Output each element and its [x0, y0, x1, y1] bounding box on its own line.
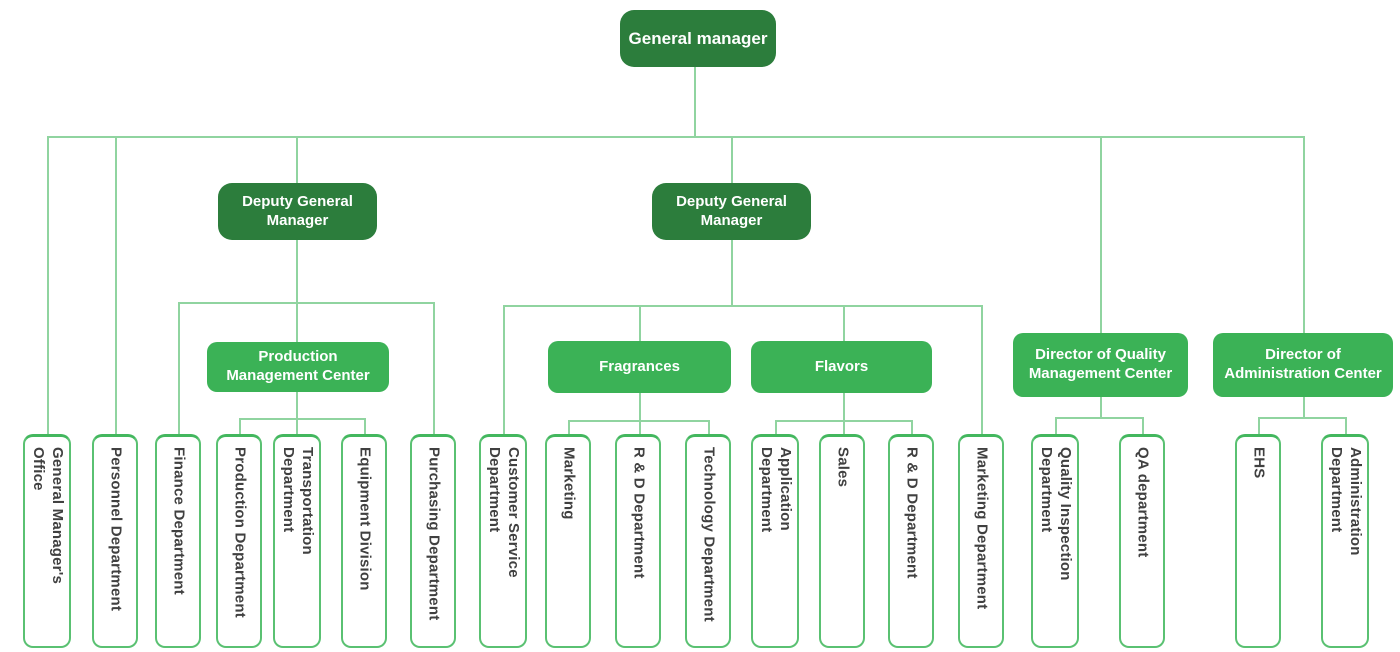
node-purchasing-department: Purchasing Department [410, 434, 456, 648]
leaf-label: QA department [1134, 447, 1152, 558]
node-marketing-department: Marketing Department [958, 434, 1004, 648]
connector-purchasing [433, 302, 435, 434]
connector-deputy2-drop [731, 136, 733, 183]
connector-deputy2-bus [503, 305, 981, 307]
leaf-label: Administration Department [1328, 447, 1364, 556]
connector-frag-technology [708, 420, 710, 434]
leaf-label: Marketing Department [973, 447, 991, 610]
node-finance-department: Finance Department [155, 434, 201, 648]
leaf-label: Transportation Department [280, 447, 316, 555]
node-fragrances: Fragrances [548, 341, 731, 393]
leaf-label: Customer Service Department [486, 447, 522, 578]
node-administration-department: Administration Department [1321, 434, 1369, 648]
connector-customer-service [503, 305, 505, 434]
connector-frag-marketing [568, 420, 570, 434]
node-production-department: Production Department [216, 434, 262, 648]
connector-quality-inspection [1055, 417, 1057, 434]
leaf-label: Purchasing Department [425, 447, 443, 621]
connector-marketing-dept [981, 305, 983, 434]
leaf-label: Personnel Department [107, 447, 125, 612]
connector-flavors-bus [775, 420, 911, 422]
node-director-quality-management-center: Director of Quality Management Center [1013, 333, 1188, 397]
connector-flavors-stem [843, 393, 845, 434]
node-customer-service-department: Customer Service Department [479, 434, 527, 648]
leaf-label: Equipment Division [356, 447, 374, 591]
connector-pmc-bus [239, 418, 365, 420]
leaf-label: EHS [1250, 447, 1268, 479]
connector-deputy2-stem [731, 240, 733, 305]
connector-dirq-bus [1055, 417, 1143, 419]
node-personnel-department: Personnel Department [92, 434, 138, 648]
leaf-label: Application Department [758, 447, 794, 533]
connector-dir-admin-drop [1303, 136, 1305, 333]
leaf-label: Marketing [560, 447, 578, 520]
connector-root-drop [694, 67, 696, 136]
connector-fragrances-top [639, 305, 641, 341]
connector-finance [178, 302, 180, 434]
node-rd-department-fragrances: R & D Department [615, 434, 661, 648]
connector-admin-dept [1345, 417, 1347, 434]
connector-dira-stem [1303, 397, 1305, 417]
node-production-management-center: Production Management Center [207, 342, 389, 392]
connector-qa-dept [1142, 417, 1144, 434]
node-deputy-general-manager-1: Deputy General Manager [218, 183, 377, 240]
leaf-label: Technology Department [700, 447, 718, 622]
connector-flav-application [775, 420, 777, 434]
connector-flav-rd [911, 420, 913, 434]
leaf-label: Finance Department [170, 447, 188, 595]
connector-pmc-stem [296, 392, 298, 434]
node-sales: Sales [819, 434, 865, 648]
connector-dira-bus [1258, 417, 1346, 419]
connector-dir-quality-drop [1100, 136, 1102, 333]
node-director-administration-center: Director of Administration Center [1213, 333, 1393, 397]
leaf-label: Sales [834, 447, 852, 488]
connector-deputy1-bus [178, 302, 433, 304]
connector-ehs [1258, 417, 1260, 434]
node-general-managers-office: General Manager's Office [23, 434, 71, 648]
connector-flavors-top [843, 305, 845, 341]
connector-gm-office [47, 136, 49, 434]
connector-top-bus [47, 136, 1304, 138]
node-transportation-department: Transportation Department [273, 434, 321, 648]
connector-deputy1-stem [296, 240, 298, 302]
connector-personnel [115, 136, 117, 434]
connector-production [239, 418, 241, 434]
leaf-label: General Manager's Office [30, 447, 66, 585]
connector-deputy1-drop [296, 136, 298, 183]
node-ehs: EHS [1235, 434, 1281, 648]
connector-dirq-stem [1100, 397, 1102, 417]
connector-fragrances-bus [568, 420, 708, 422]
connector-pmc-top [296, 302, 298, 342]
node-application-department: Application Department [751, 434, 799, 648]
leaf-label: R & D Department [630, 447, 648, 579]
node-equipment-division: Equipment Division [341, 434, 387, 648]
node-flavors: Flavors [751, 341, 932, 393]
leaf-label: R & D Department [903, 447, 921, 579]
node-marketing: Marketing [545, 434, 591, 648]
connector-fragrances-stem [639, 393, 641, 434]
leaf-label: Quality Inspection Department [1038, 447, 1074, 581]
node-deputy-general-manager-2: Deputy General Manager [652, 183, 811, 240]
node-qa-department: QA department [1119, 434, 1165, 648]
node-technology-department: Technology Department [685, 434, 731, 648]
node-quality-inspection-department: Quality Inspection Department [1031, 434, 1079, 648]
node-rd-department-flavors: R & D Department [888, 434, 934, 648]
leaf-label: Production Department [231, 447, 249, 618]
connector-equipment [364, 418, 366, 434]
node-general-manager: General manager [620, 10, 776, 67]
